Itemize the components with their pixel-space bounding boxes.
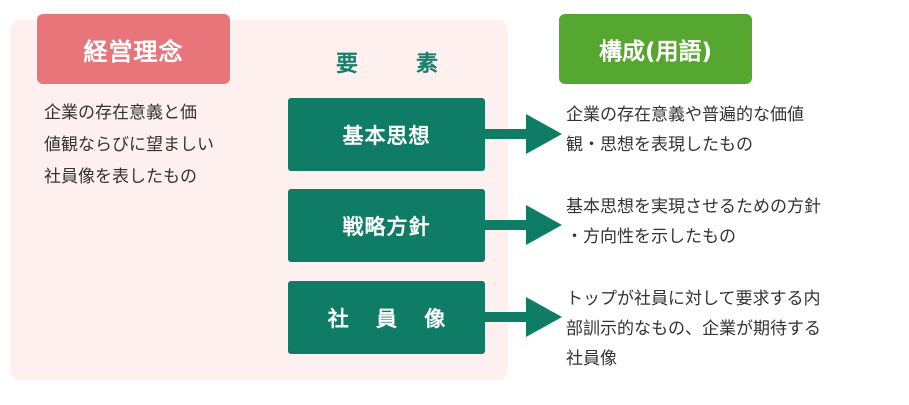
philosophy-description: 企業の存在意義と価 値観ならびに望ましい 社員像を表したもの [44, 97, 284, 193]
definition-employee-image: トップが社員に対して要求する内 部訓示的なもの、企業が期待する 社員像 [566, 284, 906, 374]
element-employee-image: 社 員 像 [288, 281, 485, 354]
elements-heading: 要 素 [335, 52, 456, 77]
definition-line: 観・思想を表現したもの [566, 135, 753, 155]
definition-line: 部訓示的なもの、企業が期待する [566, 319, 821, 339]
definition-line: 基本思想を実現させるための方針 [566, 197, 821, 217]
definition-line: 企業の存在意義や普遍的な価値 [566, 105, 804, 125]
element-basic-thought: 基本思想 [288, 98, 485, 171]
arrow-right-icon [484, 205, 562, 245]
header-management-philosophy: 経営理念 [37, 14, 230, 84]
element-strategy-policy: 戦略方針 [288, 189, 485, 262]
definition-basic-thought: 企業の存在意義や普遍的な価値 観・思想を表現したもの [566, 100, 906, 160]
arrow-right-icon [484, 297, 562, 337]
philosophy-description-line: 値観ならびに望ましい [44, 135, 214, 155]
definition-line: ・方向性を示したもの [566, 227, 736, 247]
philosophy-description-line: 企業の存在意義と価 [44, 103, 197, 123]
definition-strategy-policy: 基本思想を実現させるための方針 ・方向性を示したもの [566, 192, 906, 252]
definition-line: 社員像 [566, 349, 617, 369]
philosophy-description-line: 社員像を表したもの [44, 167, 197, 187]
header-structure-terms: 構成(用語) [559, 14, 752, 84]
definition-line: トップが社員に対して要求する内 [566, 289, 821, 309]
arrow-right-icon [484, 114, 562, 154]
